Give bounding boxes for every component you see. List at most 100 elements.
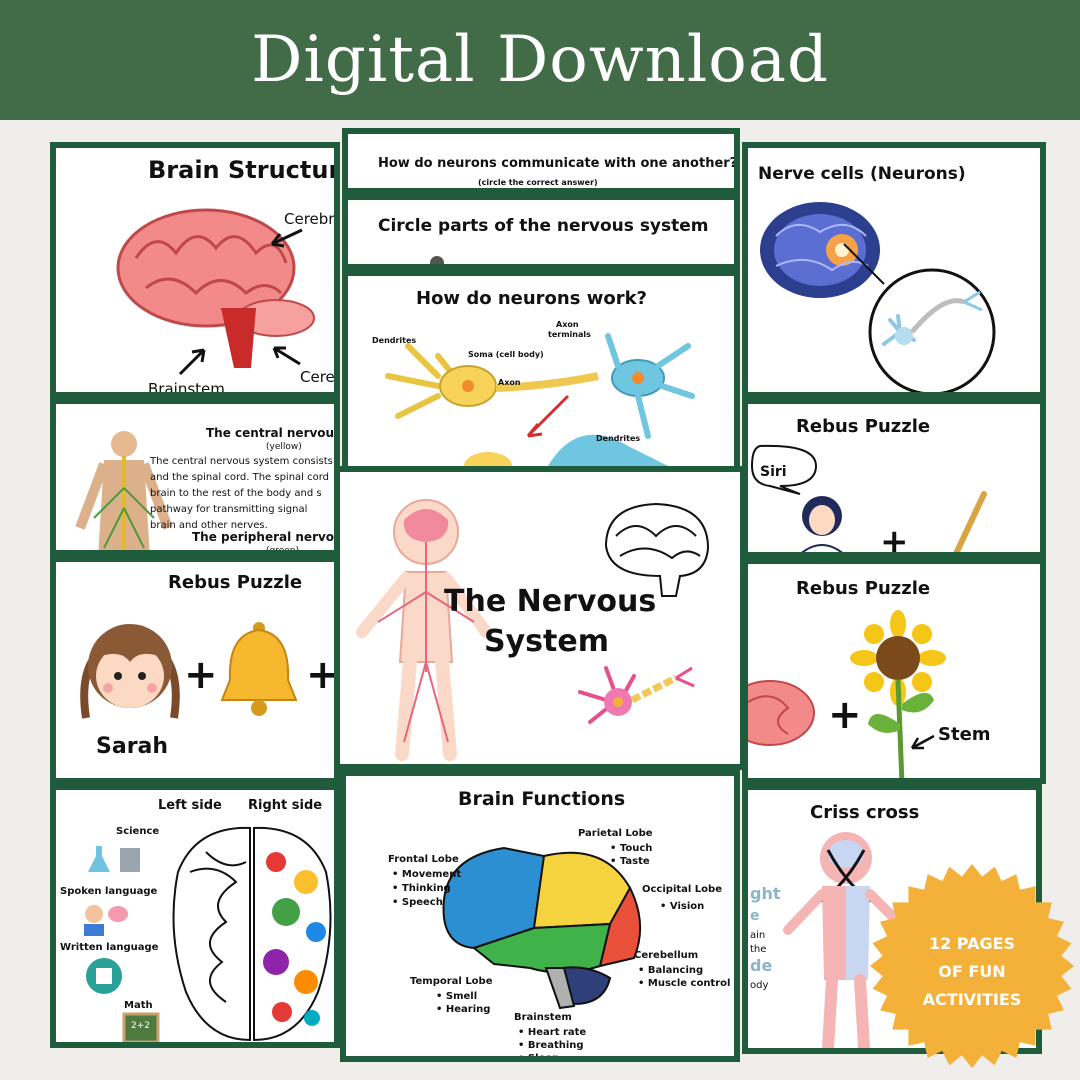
girl-face-illustration (80, 624, 180, 719)
banner-title: Digital Download (251, 23, 829, 97)
plus-icon: + (184, 652, 218, 698)
badge-text: 12 PAGES OF FUN ACTIVITIES (868, 930, 1076, 1014)
brain-icon (748, 680, 815, 746)
cns-line: and the spinal cord. The spinal cord (150, 472, 330, 483)
card-rebus-sarah: Rebus Puzzle + + Sarah (50, 556, 340, 784)
left-label: Written language (60, 942, 159, 953)
stem-label: Stem (938, 724, 991, 745)
cerebellum-list: Balancing Muscle control (638, 964, 731, 990)
label-cerebrum: Cerebrum (284, 210, 335, 228)
sunflower-icon (850, 610, 946, 778)
neuron-cell-illustration (578, 666, 695, 724)
occipital-lobe-label: Occipital Lobe (642, 884, 722, 895)
cns-line: brain and other nerves. (150, 520, 268, 531)
badge-line: ACTIVITIES (922, 990, 1022, 1009)
label-axon-terminals: terminals (548, 330, 591, 339)
cerebellum-label: Cerebellum (634, 950, 699, 961)
parietal-lobe-list: Touch Taste (610, 842, 653, 868)
card-neurons-work: How do neurons work? Dendrites Soma (cel… (342, 270, 740, 472)
cns-line: brain to the rest of the body and s (150, 488, 322, 499)
card-subtitle: (circle the correct answer) (478, 178, 598, 187)
human-nervous-system-illustration (356, 499, 492, 761)
card-title: How do neurons work? (416, 288, 648, 309)
brainstem-list: Heart rate Breathing Sleep (518, 1026, 586, 1056)
pns-subtitle: (green) (266, 546, 300, 556)
card-nervous-system-cover: The Nervous System (334, 466, 746, 770)
arrow-icon (910, 734, 935, 750)
list-item: Movement (392, 868, 461, 882)
text-fragment: ain (750, 930, 766, 941)
magnified-neuron-illustration (843, 243, 996, 392)
label-soma: Soma (cell body) (468, 350, 544, 359)
label-cerebellum: Cerebellum (300, 368, 340, 386)
list-item: Touch (610, 842, 653, 855)
left-side-title: Left side (158, 798, 222, 813)
frontal-lobe-label: Frontal Lobe (388, 854, 459, 865)
badge-line: OF FUN (938, 962, 1006, 981)
right-side-title: Right side (248, 798, 323, 813)
text-fragment: ght (750, 884, 781, 903)
label-brainstem: Brainstem (148, 380, 225, 398)
rebus-name: Sarah (96, 734, 169, 759)
card-neurons-communicate: How do neurons communicate with one anot… (342, 128, 740, 194)
neuron-diagram (385, 333, 695, 466)
cns-subtitle: (yellow) (266, 442, 302, 452)
header-banner: Digital Download (0, 0, 1080, 120)
bell-icon (220, 622, 298, 716)
list-item: Sleep (518, 1052, 586, 1056)
list-item: Vision (660, 900, 704, 913)
card-rebus-siri: Rebus Puzzle Siri + (742, 398, 1046, 558)
starburst-badge (870, 864, 1074, 1068)
temporal-lobe-list: Smell Hearing (436, 990, 491, 1016)
list-item: Balancing (638, 964, 730, 977)
list-item: Hearing (436, 1003, 491, 1016)
left-label: Spoken language (60, 886, 158, 897)
list-item: Breathing (518, 1039, 586, 1052)
criss-cross-body-illustration (783, 832, 911, 1048)
brain-outline-illustration (172, 826, 332, 1042)
card-nerve-cells: Nerve cells (Neurons) (742, 142, 1046, 398)
writing-icon (86, 958, 122, 994)
label-dendrites: Dendrites (372, 336, 417, 345)
card-title: Criss cross (810, 802, 920, 823)
math-badge-text: 2+2 (131, 1021, 150, 1031)
cns-title: The central nervous system (206, 426, 340, 440)
left-label: Science (116, 826, 160, 837)
left-label: Math (124, 1000, 153, 1011)
card-brain-structure: Brain Structure Cerebrum Cerebellum Brai… (50, 142, 340, 398)
pns-title: The peripheral nervous (192, 530, 340, 544)
brain-illustration (116, 208, 315, 368)
speech-bubble-text: Siri (760, 464, 787, 480)
card-circle-parts: Circle parts of the nervous system (342, 194, 740, 270)
text-fragment: ody (750, 980, 769, 991)
cns-line: The central nervous system consists (150, 456, 333, 467)
text-fragment: the (750, 944, 767, 955)
math-board-icon (122, 1012, 160, 1042)
card-brain-functions: Brain Functions Frontal Lobe Movement Th… (340, 770, 740, 1062)
card-rebus-stem: Rebus Puzzle + Stem (742, 558, 1046, 784)
plus-icon: + (828, 692, 862, 738)
label-axon-terminals: Axon (556, 320, 579, 329)
card-title: Nerve cells (Neurons) (758, 164, 966, 184)
badge-line: 12 PAGES (928, 934, 1016, 953)
cover-title-line2: System (484, 624, 609, 659)
occipital-lobe-list: Vision (660, 900, 704, 913)
cover-title-line1: The Nervous (444, 584, 657, 619)
card-title: Rebus Puzzle (796, 416, 931, 437)
cns-line: pathway for transmitting signal (150, 504, 308, 515)
card-title: Brain Functions (458, 788, 626, 810)
card-title: Brain Structure (148, 156, 340, 184)
list-item: Thinking (392, 882, 461, 896)
frontal-lobe-list: Movement Thinking Speech (392, 868, 461, 910)
woman-illustration (801, 496, 843, 552)
card-title: How do neurons communicate with one anot… (378, 156, 738, 171)
card-left-right-brain: Left side Right side Science Spoken lang… (50, 784, 340, 1048)
pencil-icon (953, 491, 987, 552)
list-item: Heart rate (518, 1026, 586, 1039)
list-item: Smell (436, 990, 490, 1003)
arrow-icon (178, 348, 206, 376)
speech-bubble-icon (750, 444, 818, 495)
speaking-person-icon (84, 905, 128, 936)
list-item: Taste (610, 855, 652, 868)
card-title: Rebus Puzzle (168, 572, 303, 593)
